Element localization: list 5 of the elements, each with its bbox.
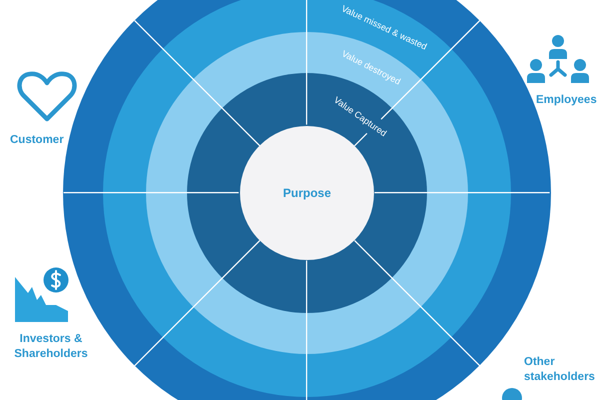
stakeholder-label: Other stakeholders [524, 355, 596, 385]
center-label: Purpose [283, 186, 331, 200]
stakeholder-label: Customer [10, 133, 64, 148]
stakeholder-label: Employees [536, 93, 597, 108]
stakeholder-label: Investors & Shareholders [13, 332, 89, 362]
